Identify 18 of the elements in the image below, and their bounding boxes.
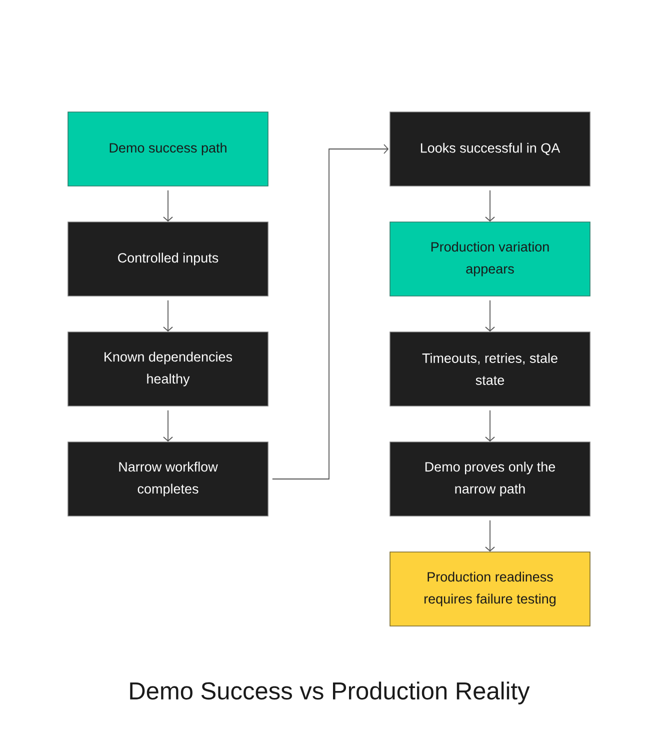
arrow [485,520,495,552]
process-box: Demo success path [68,112,268,186]
process-box: Controlled inputs [68,222,268,296]
process-box: Narrow workflow completes [68,442,268,516]
arrow [485,410,495,442]
process-box: Demo proves only the narrow path [390,442,590,516]
process-box: Known dependencies healthy [68,332,268,406]
arrow [485,190,495,222]
arrow [163,300,173,332]
arrow [272,144,389,480]
title: Demo Success vs Production Reality [130,682,530,704]
process-box: Production readiness requires failure testing [390,552,590,626]
arrow [163,410,173,442]
arrow [163,190,173,222]
process-box: Production variation appears [390,222,590,296]
process-box: Timeouts, retries, stale state [390,332,590,406]
process-box: Looks successful in QA [390,112,590,186]
arrow [485,300,495,332]
